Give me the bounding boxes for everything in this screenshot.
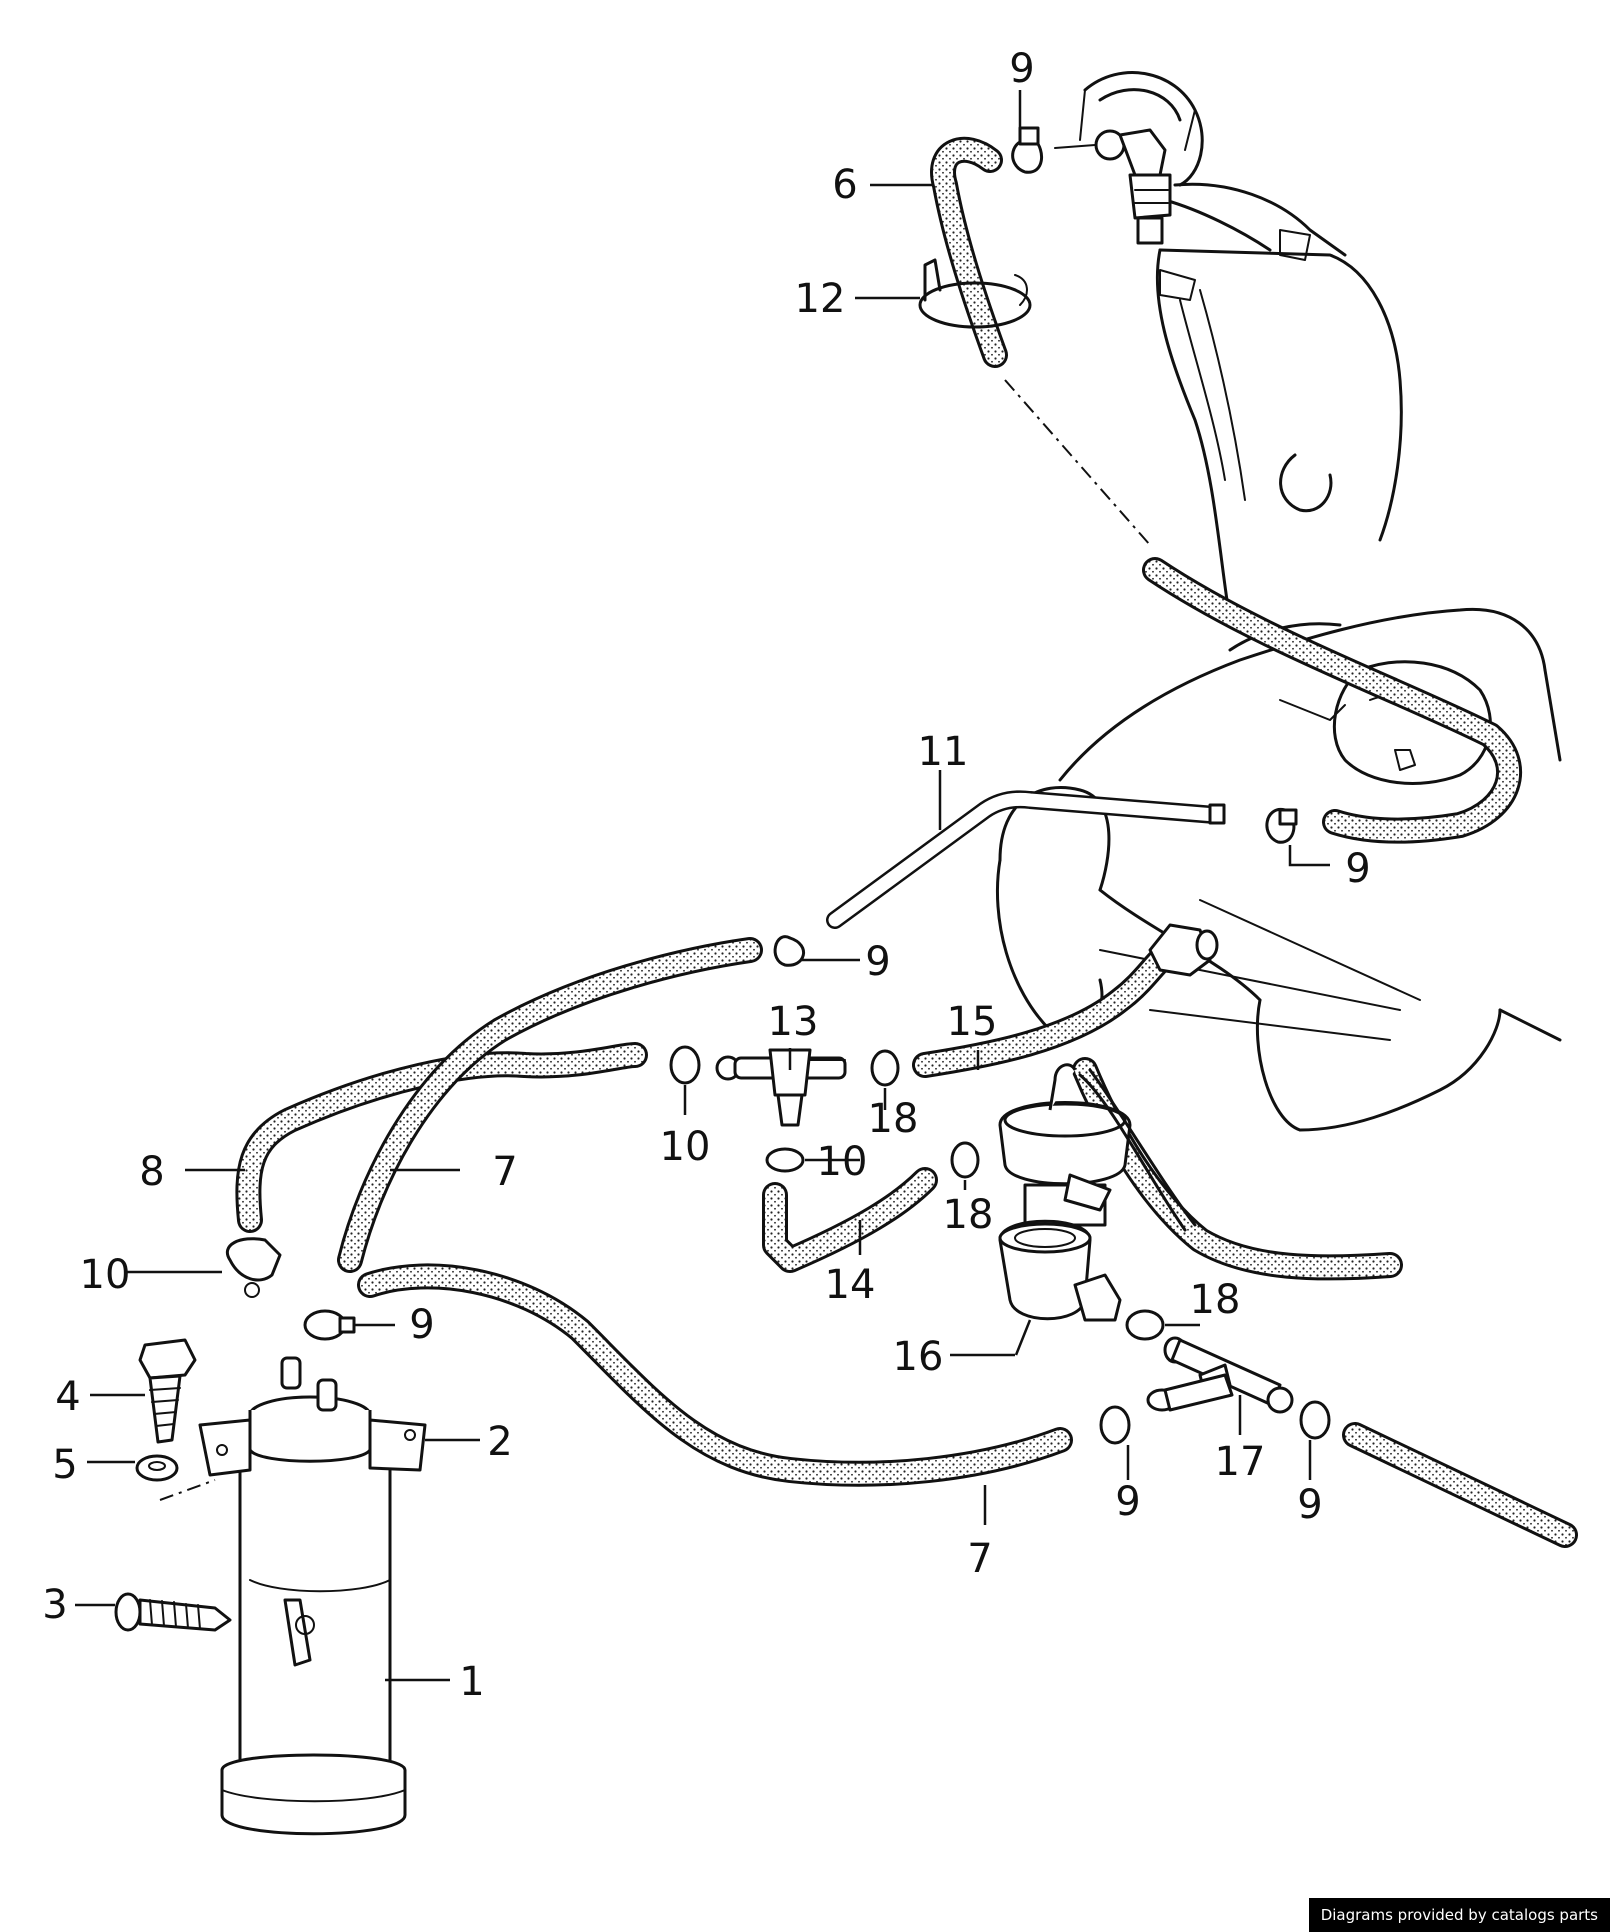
- callout-9: 9: [865, 939, 890, 985]
- callout-9: 9: [1009, 46, 1034, 92]
- callout-2: 2: [487, 1419, 512, 1465]
- t-fitting: [1146, 1336, 1294, 1414]
- hose-clip-10-canister: [226, 1237, 282, 1298]
- hose-17-outlet: [1342, 1422, 1578, 1548]
- callout-13: 13: [768, 999, 819, 1045]
- callout-10: 10: [80, 1252, 131, 1298]
- callout-18: 18: [1190, 1277, 1241, 1323]
- hose-clip-9-lower-b: [1299, 1400, 1331, 1440]
- credit-banner: Diagrams provided by catalogs parts: [1308, 1898, 1610, 1932]
- vent-valve-assembly: [998, 1063, 1132, 1322]
- callout-10: 10: [817, 1139, 868, 1185]
- callout-7: 7: [967, 1536, 992, 1582]
- hose-8: [235, 1042, 648, 1233]
- valve-alignment-line: [1054, 144, 1096, 149]
- self-tapping-screw: [114, 1592, 232, 1632]
- hose-clip-9-lower-a: [1099, 1405, 1131, 1445]
- hose-7-upper: [337, 937, 763, 1273]
- tank-elbow-fitting: [1148, 923, 1219, 977]
- callout-7: 7: [492, 1149, 517, 1195]
- callout-17: 17: [1215, 1439, 1266, 1485]
- callout-14: 14: [825, 1262, 876, 1308]
- washer-alignment-line: [159, 1479, 216, 1501]
- hose-15: [912, 947, 1173, 1078]
- hose-6-routing-line: [1004, 379, 1151, 546]
- hose-clip-9-tank: [1265, 808, 1298, 844]
- callout-1: 1: [459, 1659, 484, 1705]
- t-piece: [715, 1048, 847, 1127]
- callout-16: 16: [893, 1334, 944, 1380]
- hose-clip-18-b: [950, 1141, 980, 1179]
- hose-14: [762, 1167, 938, 1273]
- callout-8: 8: [139, 1149, 164, 1195]
- callout-9: 9: [1115, 1479, 1140, 1525]
- callout-9: 9: [1345, 846, 1370, 892]
- hose-clip-10-lower: [765, 1147, 805, 1173]
- callout-3: 3: [42, 1582, 67, 1628]
- callout-5: 5: [52, 1442, 77, 1488]
- hose-clip-9-mid: [773, 935, 806, 967]
- callout-18: 18: [943, 1192, 994, 1238]
- callout-6: 6: [832, 162, 857, 208]
- charcoal-canister: [198, 1395, 427, 1836]
- callout-9: 9: [409, 1302, 434, 1348]
- callout-10: 10: [660, 1124, 711, 1170]
- callout-labels: 9 6 12 11 9 9 13 15 10 18 10 8 7 18 14 1…: [42, 46, 1370, 1705]
- canister-nipples: [280, 1356, 338, 1412]
- vent-line-to-tank: [1078, 1068, 1197, 1232]
- leader-lines: [75, 90, 1330, 1682]
- filler-vent-valve: [1094, 128, 1172, 245]
- filler-neck-outline: [1079, 71, 1403, 622]
- hose-clip-9-canister: [303, 1309, 356, 1341]
- callout-11: 11: [918, 729, 969, 775]
- hose-clip-18-a: [870, 1049, 900, 1087]
- hose-6: [930, 136, 1008, 368]
- callout-12: 12: [795, 276, 846, 322]
- hex-bolt: [138, 1338, 197, 1444]
- callout-4: 4: [55, 1374, 80, 1420]
- pipe-11: [826, 790, 1226, 929]
- washer: [135, 1454, 179, 1482]
- hose-clip-9-top: [1011, 126, 1044, 174]
- hose-clip-10-mid: [669, 1045, 701, 1085]
- retaining-clip: [918, 258, 1032, 329]
- hose-clip-18-c: [1125, 1309, 1165, 1341]
- hose-16-outlet: [1072, 1057, 1403, 1281]
- callout-18: 18: [868, 1096, 919, 1142]
- callout-9: 9: [1297, 1482, 1322, 1528]
- fuel-tank-outline: [996, 607, 1562, 1132]
- hose-7-lower: [357, 1263, 1073, 1487]
- hose-tank-vent: [1142, 557, 1523, 844]
- callout-15: 15: [947, 999, 998, 1045]
